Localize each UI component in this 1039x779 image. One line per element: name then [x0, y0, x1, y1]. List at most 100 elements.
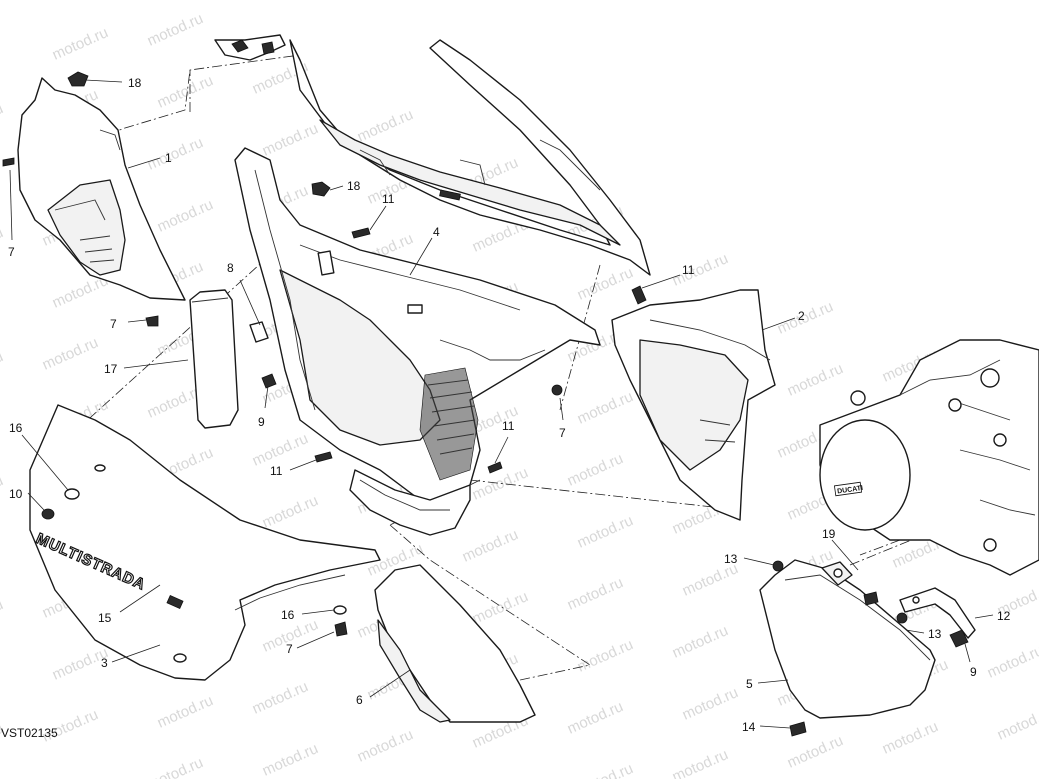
- part-18-clip-lower: [311, 181, 331, 197]
- drawing-code: VST02135: [1, 726, 58, 740]
- watermark-text: motod.ru: [575, 388, 636, 428]
- callout-9-left: 9: [258, 415, 265, 429]
- callout-11-upper: 11: [382, 192, 395, 206]
- callout-7-right: 7: [559, 426, 566, 440]
- part-5-guard: [759, 559, 936, 719]
- bolt-19: [863, 591, 879, 606]
- watermark-text: motod.ru: [985, 642, 1039, 682]
- watermark-text: motod.ru: [260, 120, 321, 160]
- clip-9-right: [949, 629, 969, 648]
- watermark-text: motod.ru: [50, 24, 111, 64]
- watermark-text: motod.ru: [0, 224, 6, 264]
- callout-6: 6: [356, 693, 363, 707]
- part-9-clip-left: [261, 373, 277, 389]
- callout-17: 17: [104, 362, 118, 376]
- watermark-text: motod.ru: [575, 264, 636, 304]
- watermark-text: motod.ru: [680, 684, 741, 724]
- callout-14: 14: [742, 720, 756, 734]
- callout-16-left: 16: [9, 421, 23, 435]
- part-17-pad: [189, 289, 239, 429]
- screw-11-b: [631, 285, 647, 305]
- upper-bracket: [214, 34, 286, 61]
- callout-11-center: 11: [502, 419, 515, 433]
- watermark-text: motod.ru: [250, 678, 311, 718]
- watermark-text: motod.ru: [260, 740, 321, 779]
- callout-3: 3: [101, 656, 108, 670]
- washer-16-a: [64, 488, 80, 500]
- watermark-text: motod.ru: [40, 0, 101, 2]
- watermark-text: motod.ru: [0, 100, 6, 140]
- part-4-lower-scoop: [349, 469, 471, 536]
- part-6-spoiler: [374, 564, 536, 723]
- screw-11-d: [487, 461, 503, 474]
- hardware: [2, 157, 969, 737]
- callout-1: 1: [165, 151, 172, 165]
- watermark-text: motod.ru: [670, 746, 731, 779]
- watermark-text: motod.ru: [0, 596, 6, 636]
- callout-15: 15: [98, 611, 112, 625]
- watermark-text: motod.ru: [460, 526, 521, 566]
- watermark-text: motod.ru: [575, 512, 636, 552]
- watermark-text: motod.ru: [260, 492, 321, 532]
- callout-10: 10: [9, 487, 23, 501]
- part-18-clip-upper: [67, 71, 89, 87]
- watermark-text: motod.ru: [155, 692, 216, 732]
- screw-11-c: [314, 451, 333, 463]
- watermark-text: motod.ru: [995, 704, 1039, 744]
- nut-7-right: [551, 384, 563, 396]
- watermark-text: motod.ru: [155, 196, 216, 236]
- part-3-lower-fairing: [29, 404, 381, 681]
- watermark-text: motod.ru: [880, 718, 941, 758]
- callout-7-mid: 7: [110, 317, 117, 331]
- screw-11-a: [351, 227, 371, 239]
- watermark-text: motod.ru: [670, 250, 731, 290]
- watermark-text: motod.ru: [0, 472, 6, 512]
- leader-lines: [9, 79, 994, 729]
- engine-brand-text: DUCATI: [837, 485, 864, 496]
- watermark-text: motod.ru: [785, 732, 846, 772]
- washer-16-b: [333, 605, 347, 615]
- watermark-text: motod.ru: [575, 760, 636, 779]
- callout-16-lower: 16: [281, 608, 295, 622]
- callout-7-left: 7: [8, 245, 15, 259]
- nut-13-b: [896, 612, 908, 624]
- callout-labels: 18 1 7 18 11 4 11 8 2 7 17 9 7 11 11 16 …: [8, 76, 1011, 734]
- watermark-text: motod.ru: [565, 450, 626, 490]
- part-4-inner-frame: [234, 147, 601, 511]
- part-8-bracket: [249, 321, 269, 343]
- part-12-bracket: [899, 587, 976, 639]
- part-2-side-panel: [611, 289, 776, 521]
- watermark-text: motod.ru: [785, 360, 846, 400]
- callout-7-lower: 7: [286, 642, 293, 656]
- callout-2: 2: [798, 309, 805, 323]
- callout-11-left: 11: [270, 464, 283, 478]
- watermark-text: motod.ru: [145, 10, 206, 50]
- part-1-side-panel: [17, 77, 186, 301]
- callout-12: 12: [997, 609, 1011, 623]
- watermark-text: motod.ru: [0, 348, 6, 388]
- callout-13-left: 13: [724, 552, 738, 566]
- callout-4: 4: [433, 225, 440, 239]
- upper-frame-rail: [289, 39, 651, 276]
- bolt-7-mid: [145, 315, 159, 327]
- nut-13-a: [772, 560, 784, 572]
- engine-cover: DUCATI: [819, 339, 1039, 576]
- bolt-14: [789, 721, 807, 737]
- mesh-grille: [419, 367, 479, 481]
- watermark-text: motod.ru: [565, 574, 626, 614]
- watermark-text: motod.ru: [575, 636, 636, 676]
- watermark-text: motod.ru: [470, 464, 531, 504]
- watermark-text: motod.ru: [145, 134, 206, 174]
- watermark-text: motod.ru: [40, 334, 101, 374]
- callout-13-right: 13: [928, 627, 942, 641]
- callout-18-upper: 18: [128, 76, 142, 90]
- watermark-text: motod.ru: [0, 0, 6, 16]
- nut-10: [41, 508, 55, 520]
- watermark-text: motod.ru: [355, 106, 416, 146]
- screw-7-lower: [334, 621, 348, 637]
- watermark-text: motod.ru: [775, 298, 836, 338]
- callout-11-right: 11: [682, 263, 695, 277]
- bolt-7-left: [2, 157, 15, 167]
- callout-8: 8: [227, 261, 234, 275]
